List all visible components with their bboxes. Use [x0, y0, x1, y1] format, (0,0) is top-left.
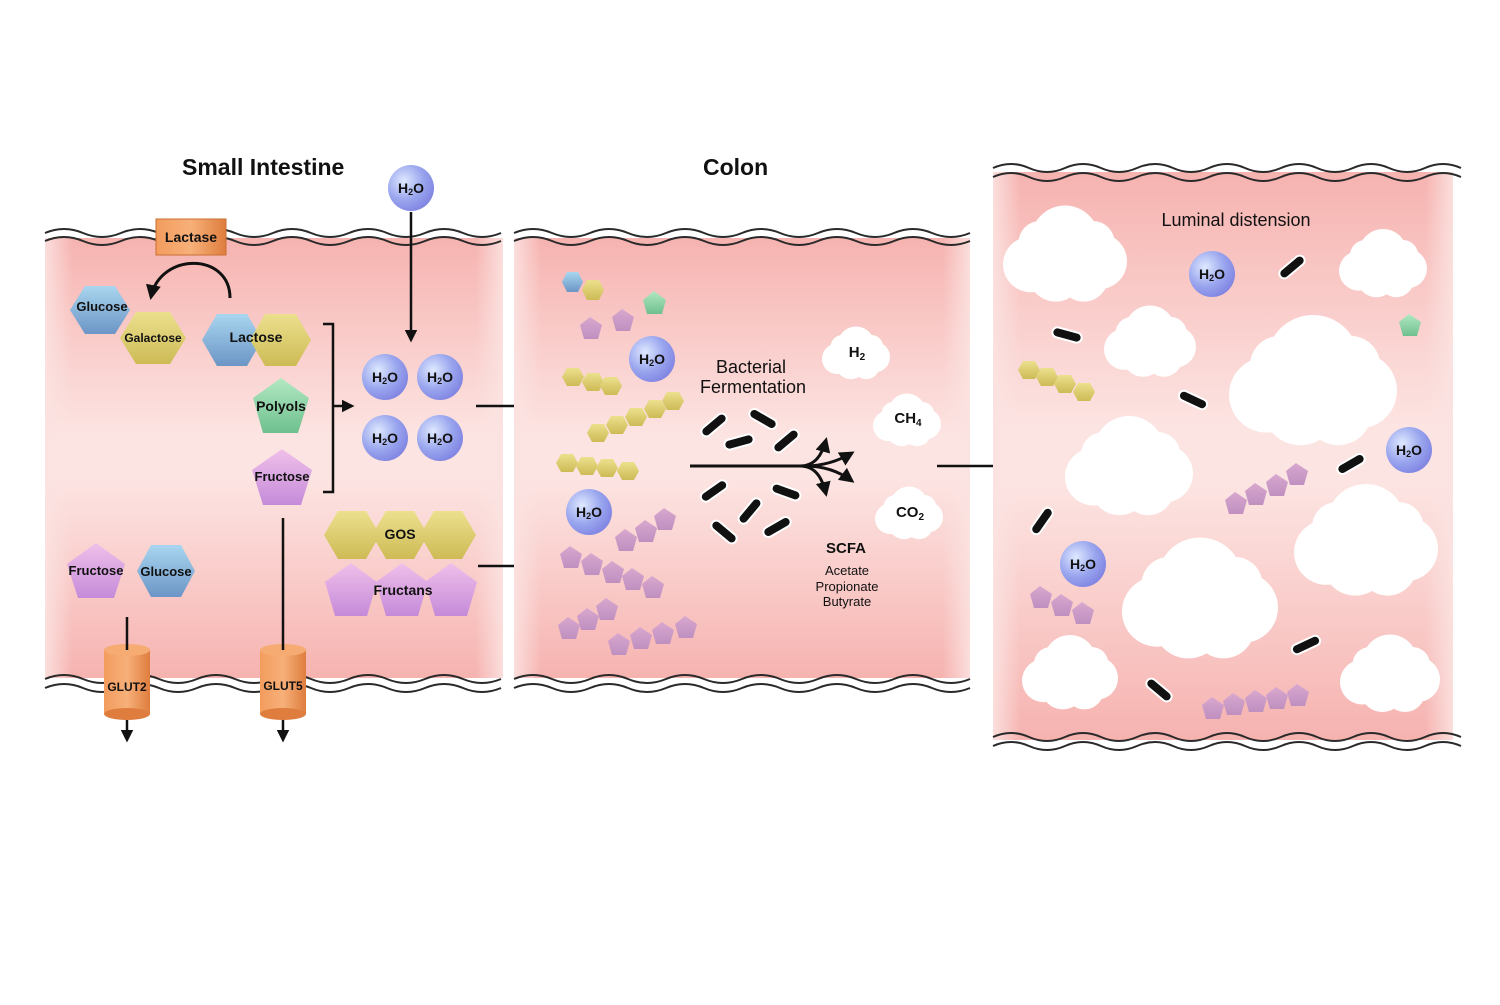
- svg-text:H2O: H2O: [639, 351, 665, 368]
- polyols-molecule: Polyols: [253, 378, 309, 433]
- colon-small-molecules: [562, 272, 666, 339]
- glut2-transporter: GLUT2: [104, 644, 150, 720]
- bacteria-scattered: [1030, 254, 1366, 703]
- svg-text:H2O: H2O: [1070, 556, 1096, 573]
- propionate-label: Propionate: [816, 579, 879, 594]
- svg-text:H2O: H2O: [576, 504, 602, 521]
- galactose-label: Galactose: [124, 331, 182, 345]
- polyols-label: Polyols: [256, 398, 306, 414]
- gos-oligosaccharide: GOS: [324, 511, 476, 559]
- bacteria-cluster: [699, 408, 802, 545]
- svg-text:H2O: H2O: [398, 180, 424, 197]
- fructan-fragments: [558, 508, 697, 655]
- ch4-gas-cloud: CH4: [873, 393, 941, 447]
- glut2-label: GLUT2: [107, 680, 147, 694]
- fructans-label: Fructans: [373, 582, 432, 598]
- water-molecule: H2O: [362, 415, 408, 461]
- fructose-pentagon: [67, 543, 125, 598]
- lactose-galactose-hexagon: [250, 314, 311, 366]
- glucose-lower-label: Glucose: [140, 564, 191, 579]
- gos-fragments: [556, 368, 684, 480]
- small-intestine-title: Small Intestine: [182, 154, 345, 180]
- glucose-label: Glucose: [76, 299, 127, 314]
- water-molecule: H2O: [629, 336, 675, 382]
- galactose-hexagon: [120, 312, 186, 364]
- co2-gas-cloud: CO2: [875, 486, 943, 540]
- svg-text:CO2: CO2: [896, 504, 925, 523]
- absorbed-monosaccharides: Fructose Glucose: [67, 543, 195, 598]
- svg-text:H2O: H2O: [372, 430, 398, 447]
- water-molecule: H2O: [566, 489, 612, 535]
- water-molecule: H2O: [1189, 251, 1235, 297]
- water-influx-molecule: H2O: [388, 165, 434, 211]
- water-molecule: H2O: [1060, 541, 1106, 587]
- glut5-transporter: GLUT5: [260, 644, 306, 720]
- glut5-label: GLUT5: [263, 679, 303, 693]
- gos-label: GOS: [384, 526, 415, 542]
- fructose-molecule: Fructose: [252, 449, 312, 505]
- lactase-label: Lactase: [165, 229, 217, 245]
- water-molecule: H2O: [417, 415, 463, 461]
- lactose-glucose-hexagon: [202, 314, 262, 366]
- bacterial-fermentation-label: Bacterial: [716, 357, 786, 377]
- glucose-hexagon: [137, 545, 195, 597]
- fructans-oligosaccharide: Fructans: [325, 563, 477, 616]
- colon-title: Colon: [703, 154, 769, 180]
- svg-text:H2: H2: [849, 344, 866, 363]
- fermentation-arrow: [690, 437, 855, 497]
- glucose-galactose-pair: Glucose Galactose: [70, 286, 186, 364]
- water-cluster: H2O H2O H2O H2O: [362, 354, 463, 461]
- acetate-label: Acetate: [825, 563, 869, 578]
- malabsorbed-bracket: [323, 322, 335, 494]
- water-molecule: H2O: [1386, 427, 1432, 473]
- water-molecule: H2O: [417, 354, 463, 400]
- svg-text:H2O: H2O: [1199, 266, 1225, 283]
- lactase-enzyme: Lactase: [155, 218, 227, 256]
- fructose-lower-label: Fructose: [69, 563, 124, 578]
- fructose-label: Fructose: [255, 469, 310, 484]
- distension-molecules: [1018, 314, 1421, 719]
- svg-text:H2O: H2O: [372, 369, 398, 386]
- luminal-distension-label: Luminal distension: [1161, 210, 1310, 230]
- scfa-label: SCFA: [826, 540, 866, 557]
- svg-text:H2O: H2O: [427, 369, 453, 386]
- h2-gas-cloud: H2: [822, 326, 890, 380]
- svg-text:H2O: H2O: [427, 430, 453, 447]
- glucose-hexagon: [70, 286, 130, 334]
- bacterial-fermentation-label-2: Fermentation: [700, 377, 806, 397]
- svg-text:H2O: H2O: [1396, 442, 1422, 459]
- water-molecule: H2O: [362, 354, 408, 400]
- lactose-label: Lactose: [230, 329, 283, 345]
- svg-text:CH4: CH4: [894, 410, 922, 429]
- lactose-molecule: Lactose: [202, 314, 311, 366]
- butyrate-label: Butyrate: [823, 594, 871, 609]
- lactase-cleavage-arrow: [146, 262, 232, 300]
